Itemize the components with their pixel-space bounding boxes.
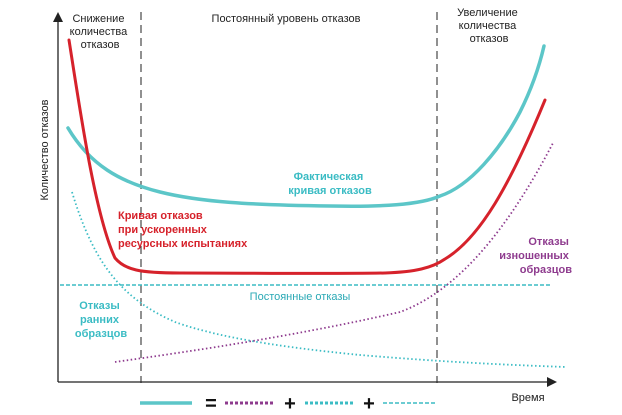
actual-failure-curve [66, 44, 546, 208]
legend-equals-sign: = [205, 393, 217, 415]
constant-failures-label: Постоянные отказы [250, 291, 351, 303]
y-axis-label: Количество отказов [39, 99, 51, 200]
accelerated-curve-label: Кривая отказов при ускоренных ресурсных … [118, 210, 248, 250]
zone-right-header: Увеличение количества отказов [457, 7, 521, 45]
legend-plus-sign-1: + [284, 393, 296, 415]
zone-middle-header: Постоянный уровень отказов [212, 13, 361, 25]
actual-curve-label: Фактическая кривая отказов [288, 171, 372, 197]
legend-equation: = + + [140, 393, 436, 415]
wearout-failures-curve [114, 142, 554, 363]
early-failures-curve [71, 191, 567, 368]
x-axis-label: Время [511, 392, 544, 404]
accelerated-test-curve [67, 38, 547, 275]
zone-left-header: Снижение количества отказов [70, 13, 131, 51]
wearout-label: Отказы изношенных образцов [499, 236, 572, 276]
legend-plus-sign-2: + [363, 393, 375, 415]
early-failures-label: Отказы ранних образцов [75, 300, 127, 340]
